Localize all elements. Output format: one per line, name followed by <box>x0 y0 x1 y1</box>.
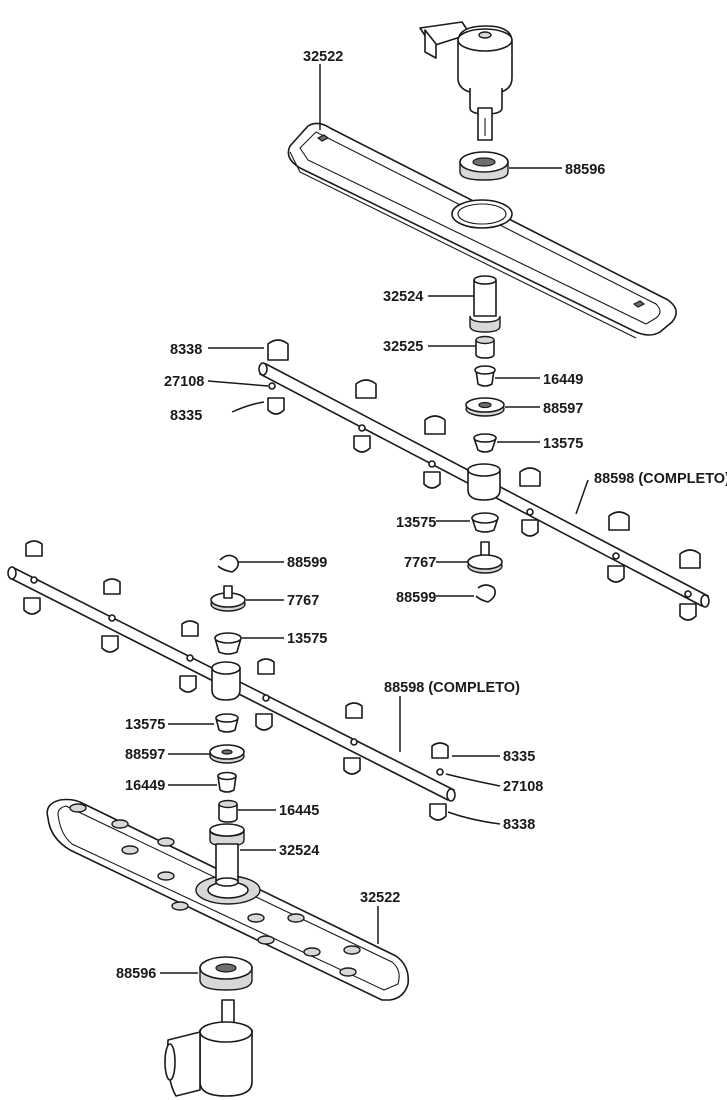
lower-clip-top-part <box>217 554 240 573</box>
label-upper-ring: 16449 <box>543 372 583 388</box>
upper-clip-b-part <box>475 584 496 603</box>
lower-collar-top-part <box>214 632 242 655</box>
label-upper-pin: 27108 <box>164 374 204 390</box>
label-lower-clip-small: 8335 <box>503 749 535 765</box>
lower-clips <box>23 540 449 821</box>
label-upper-collar-a: 13575 <box>543 436 583 452</box>
label-lower-ring: 16449 <box>125 778 165 794</box>
upper-tube-part <box>469 275 501 333</box>
label-upper-collar-b: 13575 <box>396 515 436 531</box>
label-lower-clip-top: 88599 <box>287 555 327 571</box>
lower-motor-mount <box>164 999 253 1097</box>
label-upper-arm: 32522 <box>303 49 343 65</box>
upper-ring-part <box>474 365 496 387</box>
lower-seal-part <box>199 956 253 991</box>
upper-gear-part <box>465 397 505 417</box>
upper-seal-part <box>459 151 509 181</box>
upper-motor-mount <box>419 21 513 141</box>
upper-gear-b-part <box>467 541 503 574</box>
label-upper-tube: 32524 <box>383 289 423 305</box>
upper-bushing-part <box>475 335 495 359</box>
lower-gear-top-part <box>210 585 246 612</box>
lower-spray-arm-part <box>46 798 410 1001</box>
lower-arm-nozzles <box>69 803 361 977</box>
lower-bushing-part <box>218 799 238 823</box>
label-upper-bushing: 32525 <box>383 339 423 355</box>
lower-ring-part <box>217 771 237 793</box>
label-lower-seal: 88596 <box>116 966 156 982</box>
label-lower-arm: 32522 <box>360 890 400 906</box>
lower-tube-part <box>209 823 245 887</box>
label-upper-clip-small: 8335 <box>170 408 202 424</box>
label-lower-gear: 88597 <box>125 747 165 763</box>
label-lower-clip: 8338 <box>503 817 535 833</box>
upper-collar-a-part <box>473 433 497 453</box>
label-lower-pin: 27108 <box>503 779 543 795</box>
lower-collar-b-part <box>215 713 239 733</box>
upper-clips <box>267 339 701 621</box>
label-upper-gear: 88597 <box>543 401 583 417</box>
upper-spray-arm-part <box>287 122 677 339</box>
label-upper-spray-tube: 88598 (COMPLETO) <box>594 471 727 487</box>
label-lower-collar-b: 13575 <box>125 717 165 733</box>
label-lower-gear-top: 7767 <box>287 593 319 609</box>
label-lower-spray-tube: 88598 (COMPLETO) <box>384 680 520 696</box>
lower-spray-tube-part <box>7 566 456 802</box>
label-lower-tube: 32524 <box>279 843 319 859</box>
label-upper-seal: 88596 <box>565 162 605 178</box>
label-lower-bushing: 16445 <box>279 803 319 819</box>
leader-lines <box>160 64 589 974</box>
label-upper-gear-b: 7767 <box>404 555 436 571</box>
lower-gear-part <box>209 744 245 764</box>
upper-collar-b-part <box>471 512 499 533</box>
upper-spray-tube-part <box>258 362 710 608</box>
label-upper-clip-b: 88599 <box>396 590 436 606</box>
label-upper-clip: 8338 <box>170 342 202 358</box>
label-lower-collar-top: 13575 <box>287 631 327 647</box>
part-labels: 32522 88596 32524 32525 16449 88597 1357… <box>116 49 727 982</box>
